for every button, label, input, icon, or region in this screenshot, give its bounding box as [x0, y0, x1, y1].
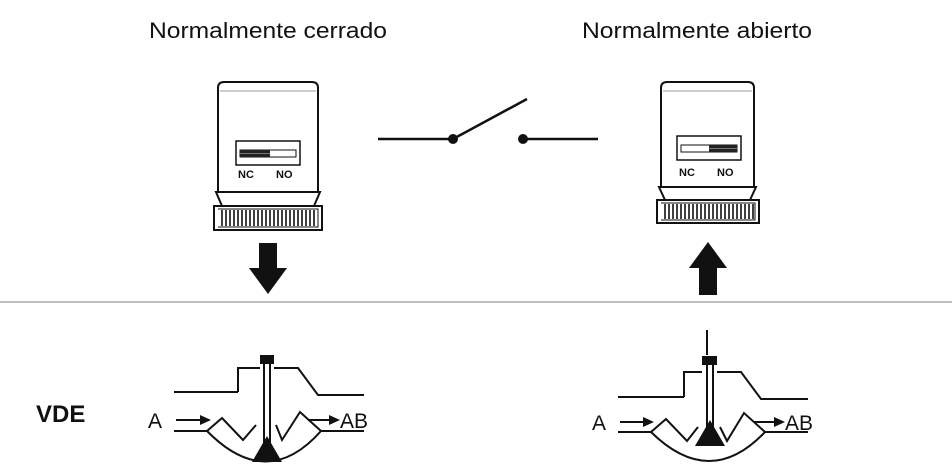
arrow-down-icon: [249, 243, 287, 294]
port-a-label: A: [592, 412, 606, 435]
valve-normally-closed: [174, 355, 364, 463]
title-normally-open: Normalmente abierto: [582, 18, 812, 43]
valve-plug-icon: [252, 436, 282, 462]
nc-label: NC: [238, 169, 254, 181]
nc-no-switch: NC NO: [235, 140, 301, 181]
flow-arrow-out: AB: [308, 410, 368, 433]
flow-arrow-out: AB: [754, 412, 813, 435]
actuator-coupling: [213, 191, 323, 231]
actuator-normally-open: NC NO: [656, 81, 760, 295]
nc-no-switch: NC NO: [676, 135, 742, 179]
no-label: NO: [717, 167, 734, 179]
actuator-coupling: [656, 186, 760, 224]
actuator-body: [217, 81, 319, 193]
title-normally-closed: Normalmente cerrado: [149, 18, 387, 43]
valve-plug-icon: [695, 420, 725, 446]
actuator-normally-closed: NC NO: [213, 81, 323, 294]
no-label: NO: [276, 169, 293, 181]
arrow-up-icon: [689, 242, 727, 295]
valve-normally-open: [618, 330, 808, 462]
port-a-label: A: [148, 410, 162, 433]
flow-arrow-in: A: [148, 410, 211, 433]
port-ab-label: AB: [785, 412, 813, 435]
actuator-body: [660, 81, 755, 188]
flow-arrow-in: A: [592, 412, 654, 435]
port-ab-label: AB: [340, 410, 368, 433]
switch-symbol: [378, 97, 598, 144]
valve-label: VDE: [36, 401, 85, 428]
nc-label: NC: [679, 167, 695, 179]
